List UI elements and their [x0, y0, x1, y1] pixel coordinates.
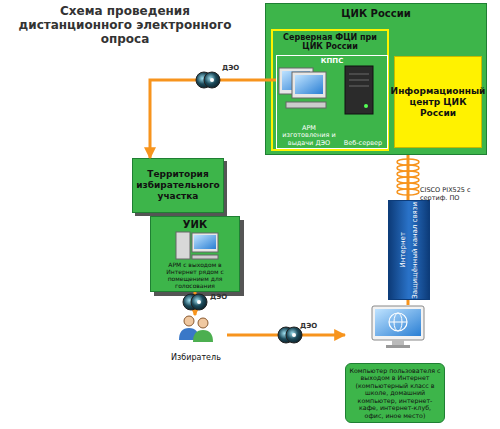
monitor-stand — [392, 340, 404, 345]
coil-turn — [397, 183, 419, 189]
workstation-node: АРМ изготовления и выдачи ДЭО — [280, 68, 338, 148]
disk-hole — [292, 333, 296, 337]
node-title: УИК — [183, 219, 207, 231]
area-box: Территория избирательного участка — [132, 158, 224, 213]
node-title: ЦИК России — [341, 8, 410, 20]
disk-hole — [197, 300, 201, 304]
coil-turn — [397, 171, 419, 177]
info-center-box: Информационный центр ЦИК России — [394, 56, 482, 148]
disk-shape — [286, 327, 302, 343]
node-title: Веб-сервер — [344, 140, 382, 148]
user-computer-node: Компьютер пользователя с выходом в Интер… — [345, 305, 445, 423]
flow-connector — [150, 80, 276, 158]
node-title: Информационный центр ЦИК России — [391, 86, 486, 119]
monitor-stand — [386, 345, 410, 348]
node-title: Интернет — [399, 232, 407, 268]
node-title: Избиратель — [171, 353, 221, 363]
disk-shape — [183, 294, 199, 310]
organization-box: ЦИК РоссииСерверная ФЦИ при ЦИК РоссииКП… — [265, 3, 487, 155]
monitor-shape — [372, 306, 424, 340]
edge-label: ДЭО — [222, 64, 239, 72]
commission-box: УИК АРМ с выходом в Интернет рядом с поме… — [150, 216, 240, 292]
disk-hole — [210, 78, 214, 82]
node-text: Защищённый канал связи — [411, 202, 419, 299]
globe-symbol — [394, 313, 402, 331]
coil-turn — [397, 177, 419, 183]
coil-turn — [397, 189, 419, 195]
flow-connector — [407, 155, 410, 200]
server-room-box: Серверная ФЦИ при ЦИК РоссииКППС АРМ изго… — [271, 29, 389, 151]
diagram-title: Схема проведения дистанционного электрон… — [10, 4, 240, 46]
coil-turn — [397, 159, 419, 165]
person-head — [184, 316, 194, 326]
server-node: Веб-сервер — [340, 68, 386, 148]
screen-shape — [375, 309, 421, 336]
person-head — [198, 318, 208, 328]
disk-shape — [204, 72, 220, 88]
voter-node: Избиратель — [165, 315, 227, 363]
disk-shape — [196, 72, 212, 88]
node-title: Территория избирательного участка — [135, 169, 221, 202]
flow-connector — [407, 300, 410, 305]
edge-label: ДЭО — [300, 322, 317, 330]
disk-icon — [196, 72, 220, 88]
node-title: АРМ изготовления и выдачи ДЭО — [280, 125, 338, 148]
node-title: Серверная ФЦИ при ЦИК России — [273, 33, 387, 51]
system-box: КППС АРМ изготовления и выдачи ДЭО Веб-сер… — [276, 55, 388, 149]
edge-label: ДЭО — [210, 293, 227, 301]
disk-icon — [278, 327, 302, 343]
globe-symbol — [389, 322, 407, 323]
disk-icon — [183, 294, 207, 310]
user-computer-icon — [372, 306, 424, 348]
globe-symbol — [389, 313, 407, 331]
node-text: АРМ с выходом в Интернет рядом с помещен… — [153, 261, 237, 289]
flow-connector — [227, 334, 345, 337]
disk-shape — [191, 294, 207, 310]
node-title: КППС — [321, 57, 344, 65]
node-title: Компьютер пользователя с выходом в Интер… — [345, 363, 445, 424]
disk-shape — [278, 327, 294, 343]
flow-connector — [194, 292, 197, 315]
device-label: CISCO PIX525 с сертиф. ПО — [420, 186, 496, 202]
voter-icon — [179, 316, 213, 342]
coil-symbol — [397, 159, 419, 195]
coil-turn — [397, 165, 419, 171]
network-band: Интернет Защищённый канал связи — [388, 200, 430, 300]
person-body — [179, 328, 199, 340]
person-body — [193, 330, 213, 342]
